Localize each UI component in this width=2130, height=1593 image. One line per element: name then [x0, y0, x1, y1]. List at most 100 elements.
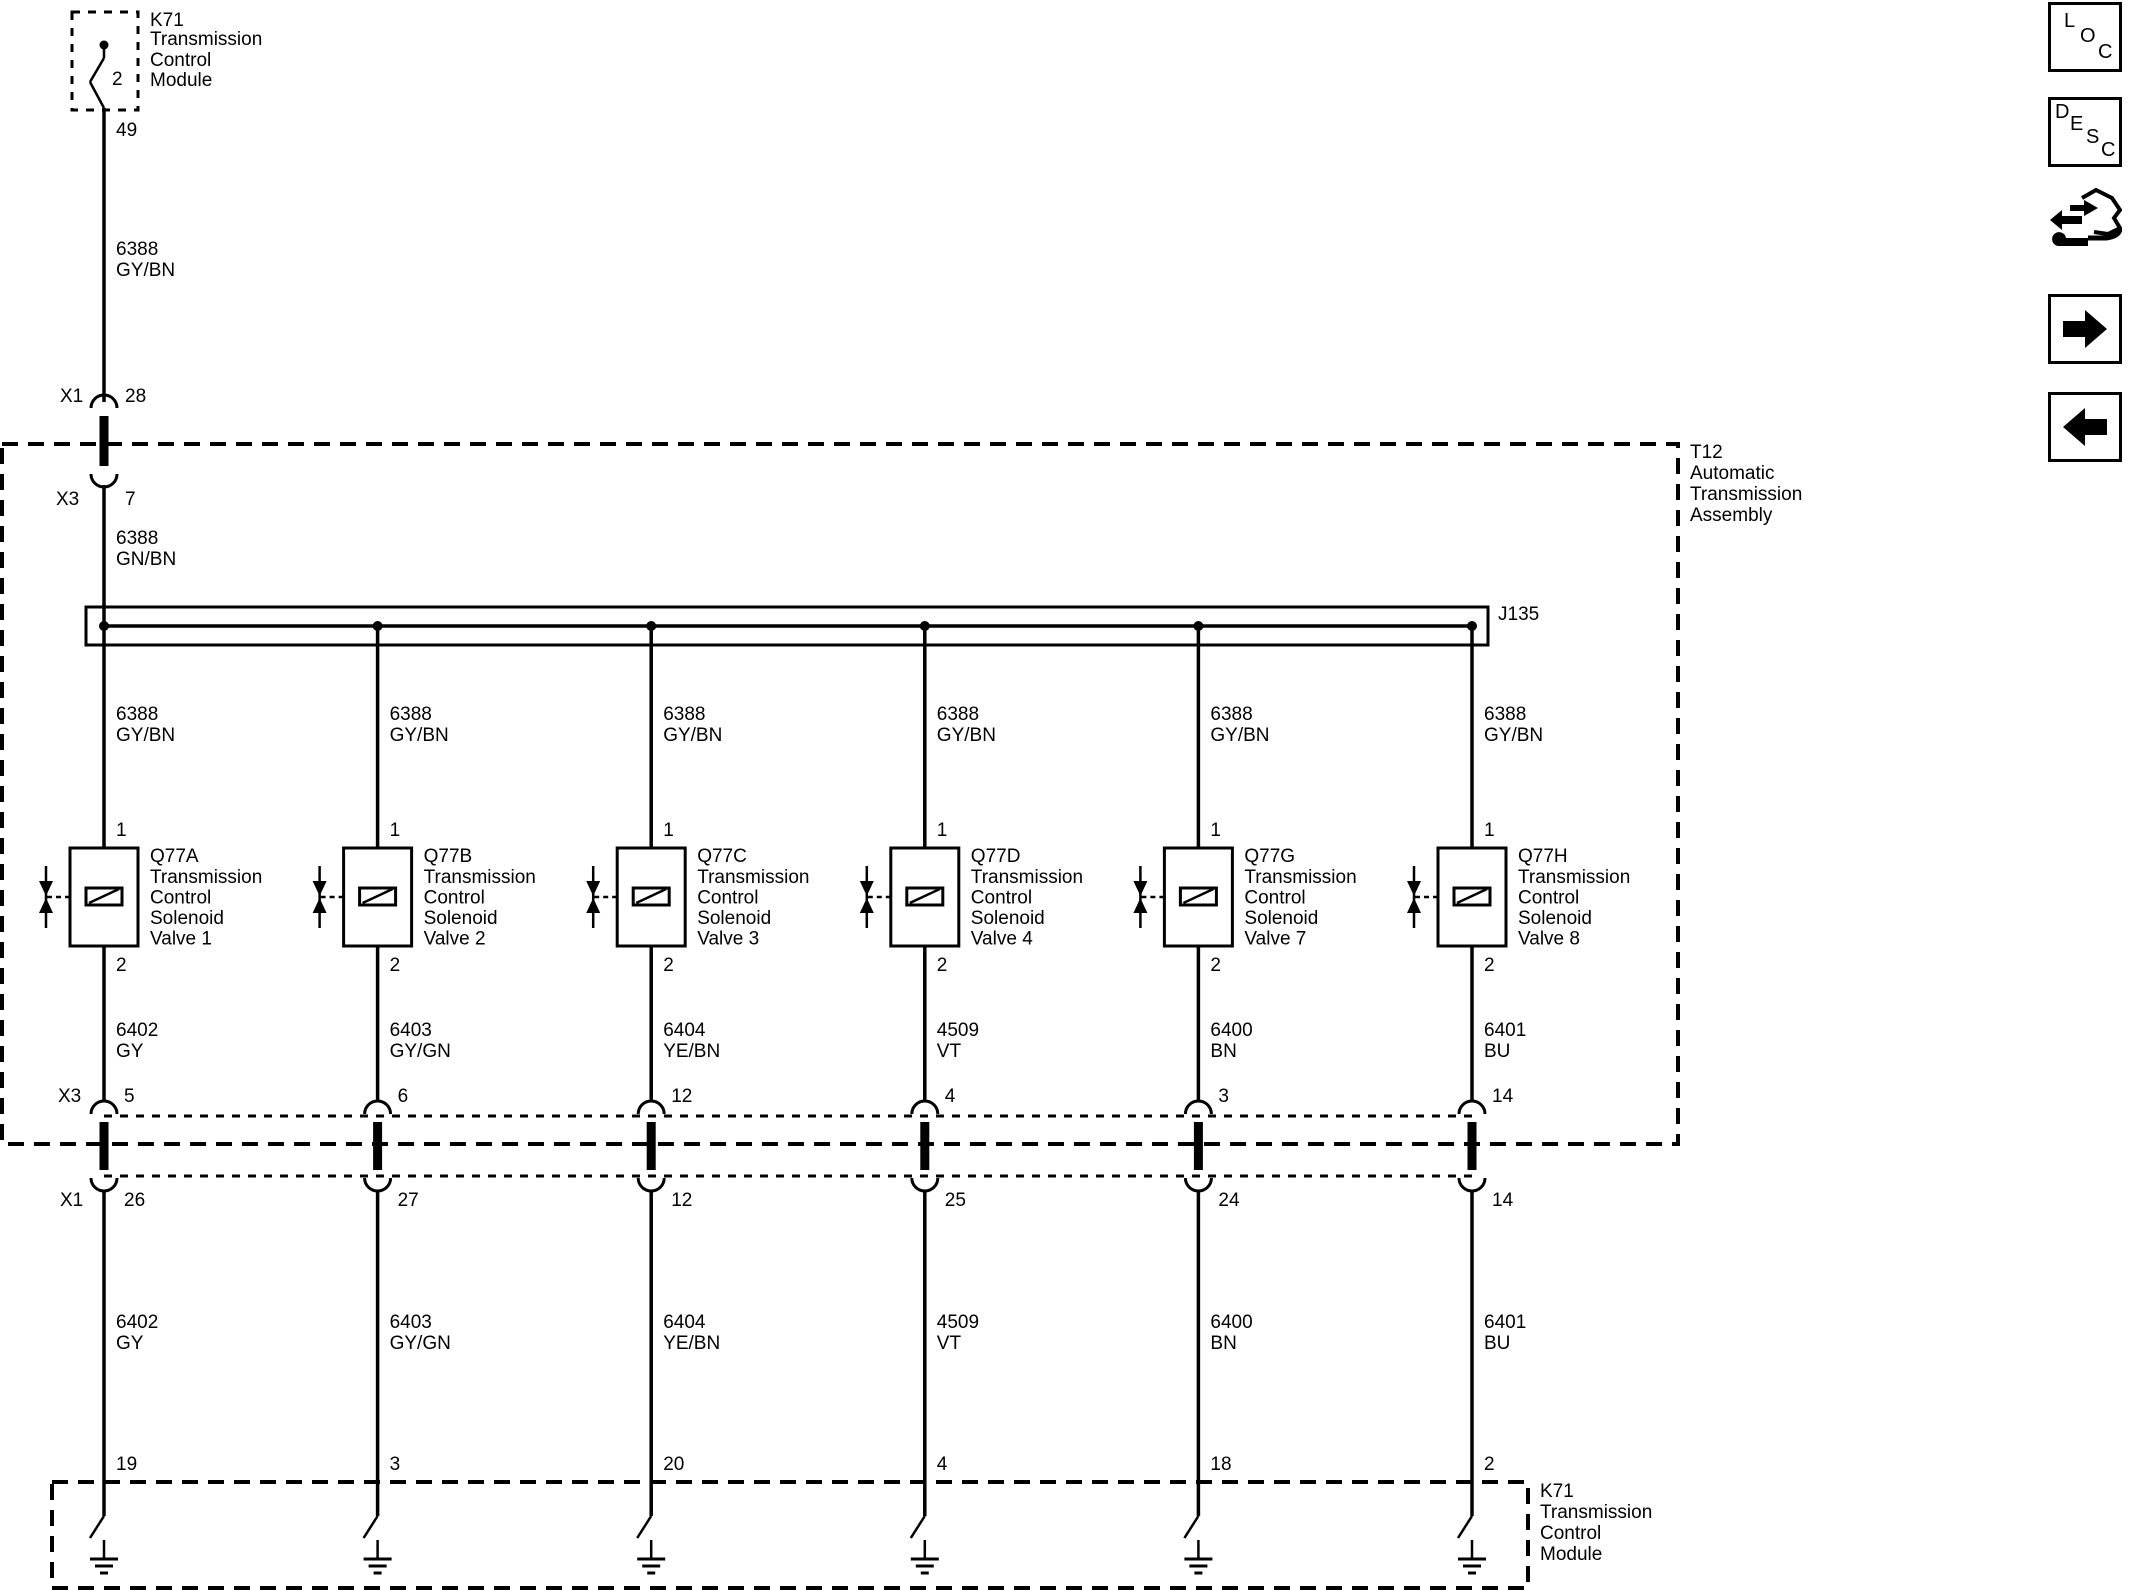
splice-ref: J135: [1498, 604, 1539, 625]
x1-top-pin: 28: [125, 386, 146, 407]
solenoid-columns: 6388GY/BN1Q77ATransmissionControlSolenoi…: [39, 621, 1630, 1575]
x1-pin-label: 27: [398, 1190, 419, 1211]
location-button[interactable]: L O C: [2048, 2, 2122, 72]
x3-terminal: [1183, 1099, 1213, 1115]
tcm-pin-label: 3: [390, 1454, 401, 1475]
top-wire-color: GY/BN: [116, 260, 175, 281]
top-switch-pin: 2: [112, 69, 123, 90]
x3-terminal: [636, 1099, 666, 1115]
solenoid-name-line: Valve 3: [697, 929, 759, 950]
solenoid-pin-top: 1: [1484, 820, 1495, 841]
valve-arrow: [39, 881, 53, 896]
solenoid-column: 6388GY/BN1Q77ATransmissionControlSolenoi…: [39, 621, 262, 1575]
x1-terminal: [89, 1177, 119, 1193]
previous-button[interactable]: [2048, 392, 2122, 462]
loc-letter-o: O: [2080, 25, 2096, 47]
bottom-tcm-ref: K71: [1540, 1481, 1574, 1502]
feed-color-label: GY/BN: [390, 725, 449, 746]
solenoid-pin-bottom: 2: [1210, 955, 1221, 976]
solenoid-coil: [1178, 886, 1218, 907]
feed-circuit-label: 6388: [1210, 704, 1252, 725]
feed-circuit-label: 6388: [937, 704, 979, 725]
bottom-tcm-name-3: Module: [1540, 1544, 1602, 1565]
x1-terminal: [910, 1177, 940, 1193]
solenoid-column: 6388GY/BN1Q77DTransmissionControlSolenoi…: [859, 621, 1083, 1575]
loc-letter-c: C: [2098, 41, 2112, 63]
feed-circuit-label: 6388: [1484, 704, 1526, 725]
component-view-icon: [2050, 188, 2122, 246]
x1-pin-label: 24: [1218, 1190, 1240, 1211]
x1-pin-label: 25: [945, 1190, 966, 1211]
solenoid-ref: Q77H: [1518, 846, 1568, 867]
feed-circuit-label: 6388: [663, 704, 705, 725]
solenoid-name-line: Control: [1518, 888, 1579, 909]
out-color-label: BN: [1210, 1041, 1236, 1062]
x1-terminal: [1183, 1177, 1213, 1193]
solenoid-name-line: Control: [424, 888, 485, 909]
out-color-label: BU: [1484, 1041, 1510, 1062]
x3-pin-label: 4: [945, 1086, 956, 1107]
tcm-circuit-label: 6401: [1484, 1312, 1526, 1333]
tcm-color-label: GY/GN: [390, 1333, 451, 1354]
tcm-color-label: BN: [1210, 1333, 1236, 1354]
feed-wire-circuit: 6388: [116, 528, 158, 549]
assembly-ref: T12: [1690, 442, 1723, 463]
x3-pin-label: 6: [398, 1086, 409, 1107]
tcm-color-label: GY: [116, 1333, 144, 1354]
x1-bottom-name: X1: [60, 1190, 83, 1211]
tcm-circuit-label: 6404: [663, 1312, 706, 1333]
out-circuit-label: 4509: [937, 1020, 979, 1041]
solenoid-coil: [84, 886, 124, 907]
solenoid-name-line: Solenoid: [1244, 908, 1318, 929]
solenoid-name-line: Transmission: [424, 867, 536, 888]
solenoid-name-line: Valve 7: [1244, 929, 1306, 950]
solenoid-column: 6388GY/BN1Q77HTransmissionControlSolenoi…: [1407, 621, 1630, 1575]
x3-bottom-name: X3: [58, 1086, 81, 1107]
solenoid-pin-top: 1: [116, 820, 127, 841]
desc-letter-e: E: [2070, 113, 2083, 135]
solenoid-name-line: Valve 2: [424, 929, 486, 950]
solenoid-name-line: Control: [150, 888, 211, 909]
ground-icon: [1458, 1557, 1486, 1575]
solenoid-name-line: Transmission: [971, 867, 1083, 888]
out-circuit-label: 6400: [1210, 1020, 1252, 1041]
solenoid-column: 6388GY/BN1Q77GTransmissionControlSolenoi…: [1133, 621, 1357, 1575]
top-wire-circuit: 6388: [116, 239, 158, 260]
feed-color-label: GY/BN: [116, 725, 175, 746]
solenoid-coil: [905, 886, 945, 907]
solenoid-pin-bottom: 2: [937, 955, 948, 976]
tcm-pin-label: 2: [1484, 1454, 1495, 1475]
description-button[interactable]: D E S C: [2048, 97, 2122, 167]
x3-terminal: [1457, 1099, 1487, 1115]
x3-terminal: [363, 1099, 393, 1115]
low-side-switch: [636, 1515, 653, 1539]
feed-circuit-label: 6388: [390, 704, 432, 725]
ground-icon: [1184, 1557, 1213, 1575]
solenoid-ref: Q77A: [150, 846, 199, 867]
feed-color-label: GY/BN: [1484, 725, 1543, 746]
out-circuit-label: 6404: [663, 1020, 706, 1041]
solenoid-pin-bottom: 2: [390, 955, 401, 976]
solenoid-ref: Q77C: [697, 846, 747, 867]
x3-terminal: [910, 1099, 940, 1115]
ground-icon: [910, 1557, 939, 1575]
switch-contact: [88, 57, 106, 83]
solenoid-name-line: Solenoid: [1518, 908, 1592, 929]
next-button[interactable]: [2048, 294, 2122, 364]
out-color-label: GY: [116, 1041, 144, 1062]
upper-connector-pair: X1 28 X3 7: [56, 386, 146, 510]
solenoid-column: 6388GY/BN1Q77CTransmissionControlSolenoi…: [586, 621, 809, 1575]
out-circuit-label: 6402: [116, 1020, 158, 1041]
solenoid-ref: Q77D: [971, 846, 1021, 867]
x1-terminal: [1457, 1177, 1487, 1193]
solenoid-name-line: Transmission: [150, 867, 262, 888]
out-color-label: GY/GN: [390, 1041, 451, 1062]
solenoid-ref: Q77B: [424, 846, 473, 867]
solenoid-ref: Q77G: [1244, 846, 1295, 867]
low-side-switch: [362, 1515, 379, 1539]
solenoid-pin-top: 1: [1210, 820, 1221, 841]
component-view-button[interactable]: [2048, 188, 2122, 258]
out-circuit-label: 6403: [390, 1020, 432, 1041]
tcm-color-label: BU: [1484, 1333, 1510, 1354]
solenoid-pin-bottom: 2: [663, 955, 674, 976]
